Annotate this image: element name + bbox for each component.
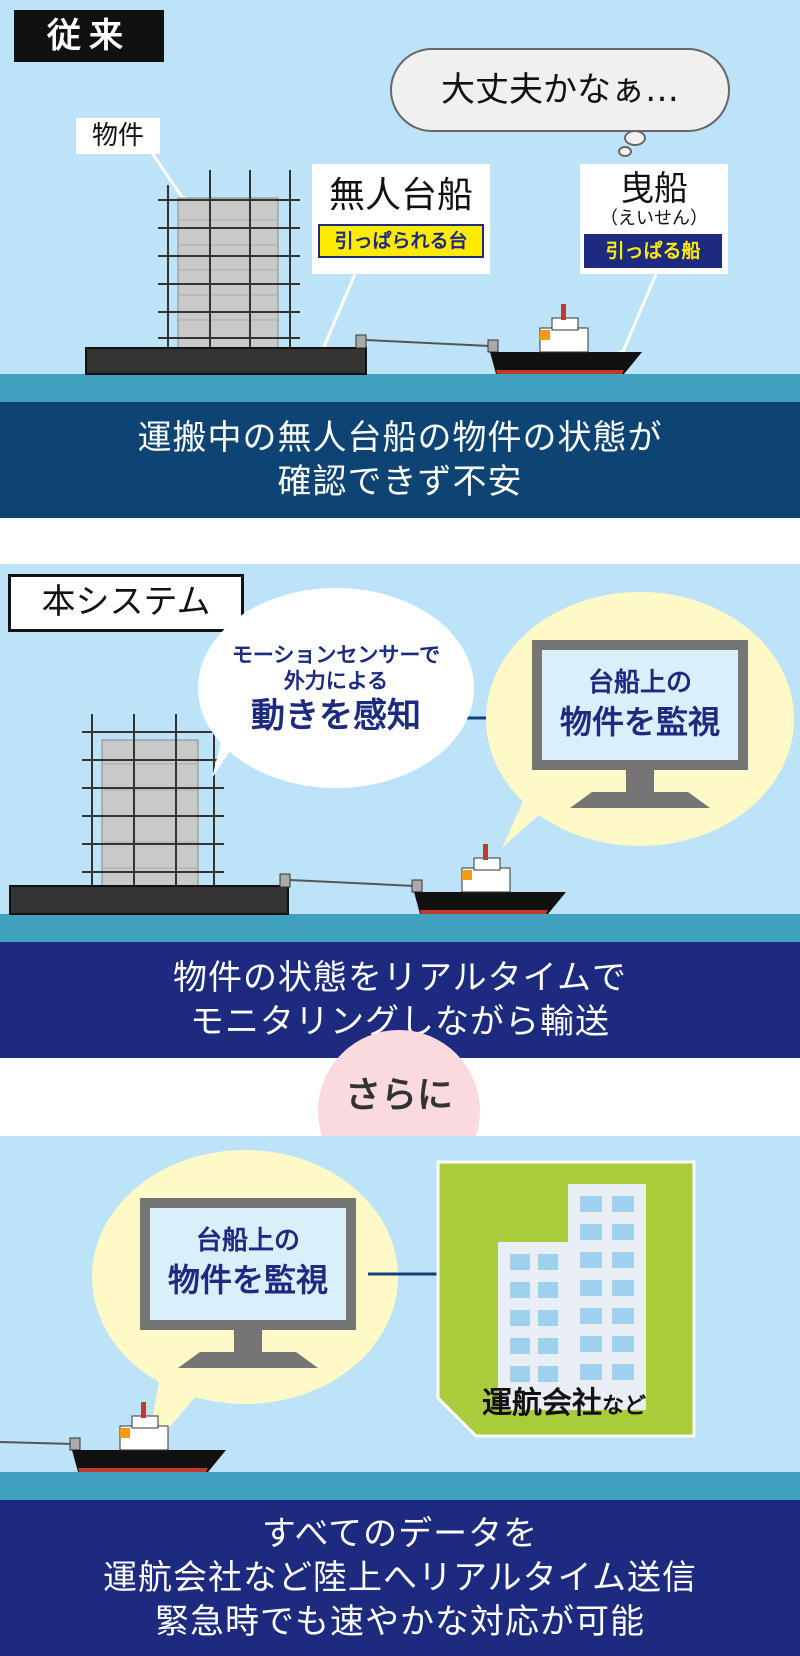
tug-label: 曳船 bbox=[620, 169, 688, 209]
thought-bubble: 大丈夫かなぁ… bbox=[390, 48, 730, 132]
scaffolding bbox=[158, 170, 300, 348]
bollard bbox=[355, 334, 367, 349]
caption-3-line3: 緊急時でも速やかな対応が可能 bbox=[155, 1602, 645, 1642]
tug-tag: 引っぱる船 bbox=[584, 234, 722, 268]
section-title-conventional: 従来 bbox=[14, 10, 164, 62]
thought-dot bbox=[624, 130, 646, 146]
barge-leader bbox=[318, 273, 357, 357]
property-leader bbox=[148, 149, 186, 201]
tow-rope-3 bbox=[0, 1441, 75, 1445]
scaffolding-2 bbox=[82, 714, 224, 886]
barge-hull bbox=[85, 347, 367, 375]
scene-1-graphics bbox=[85, 149, 658, 375]
sensor-line3: 動きを感知 bbox=[251, 696, 421, 736]
monitor-2-stand bbox=[570, 792, 710, 808]
tug-reading: （えいせん） bbox=[600, 208, 708, 229]
barge-hull-2 bbox=[9, 885, 289, 915]
tug-label-box: 曳船 （えいせん） 引っぱる船 bbox=[580, 164, 728, 274]
furthermore-label: さらに bbox=[344, 1075, 453, 1116]
sea-1 bbox=[0, 374, 800, 402]
tugboat-1 bbox=[487, 304, 642, 374]
caption-1-line1: 運搬中の無人台船の物件の状態が bbox=[137, 418, 663, 458]
sea-3 bbox=[0, 1472, 800, 1500]
monitor-2-line2: 物件を監視 bbox=[559, 703, 720, 741]
sensor-line2: 外力による bbox=[283, 669, 389, 693]
scene-3-graphics bbox=[0, 1160, 696, 1472]
monitor-2-line1: 台船上の bbox=[587, 668, 692, 698]
monitor-2-neck bbox=[626, 770, 654, 792]
monitor-3: 台船上の 物件を監視 bbox=[140, 1198, 356, 1330]
barge-label-box: 無人台船 引っぱられる台 bbox=[312, 164, 490, 274]
monitor-3-neck bbox=[234, 1330, 262, 1352]
tow-rope bbox=[365, 339, 491, 347]
company-name: 運航会社 bbox=[482, 1386, 602, 1421]
company-suffix: など bbox=[602, 1394, 647, 1419]
monitor-3-line1: 台船上の bbox=[195, 1226, 300, 1256]
caption-3-line2: 運航会社など陸上へリアルタイム送信 bbox=[103, 1558, 697, 1598]
caption-band-1: 運搬中の無人台船の物件の状態が 確認できず不安 bbox=[0, 402, 800, 518]
thought-dot bbox=[618, 146, 632, 157]
tugboat-3 bbox=[69, 1402, 226, 1472]
caption-2-line1: 物件の状態をリアルタイムで bbox=[173, 958, 627, 998]
tugboat-2 bbox=[411, 844, 566, 914]
tug-leader bbox=[620, 273, 658, 355]
property-building bbox=[177, 197, 279, 349]
monitor-3-line2: 物件を監視 bbox=[167, 1261, 328, 1299]
sensor-line1: モーションセンサーで bbox=[231, 643, 441, 667]
property-label: 物件 bbox=[76, 118, 160, 154]
sensor-bubble: モーションセンサーで 外力による 動きを感知 bbox=[198, 588, 474, 788]
scene-2-graphics bbox=[9, 704, 580, 915]
barge-tag: 引っぱられる台 bbox=[318, 224, 484, 258]
barge-label: 無人台船 bbox=[328, 175, 473, 216]
caption-1-line2: 確認できず不安 bbox=[277, 462, 523, 502]
caption-3-line1: すべてのデータを bbox=[261, 1514, 539, 1554]
monitor-3-stand bbox=[178, 1352, 318, 1368]
section-title-system: 本システム bbox=[8, 574, 244, 632]
sea-2 bbox=[0, 914, 800, 942]
caption-band-3: すべてのデータを 運航会社など陸上へリアルタイム送信 緊急時でも速やかな対応が可… bbox=[0, 1500, 800, 1656]
company-label: 運航会社など bbox=[482, 1384, 692, 1424]
monitor-2: 台船上の 物件を監視 bbox=[532, 640, 748, 770]
tow-rope-2 bbox=[289, 879, 416, 887]
